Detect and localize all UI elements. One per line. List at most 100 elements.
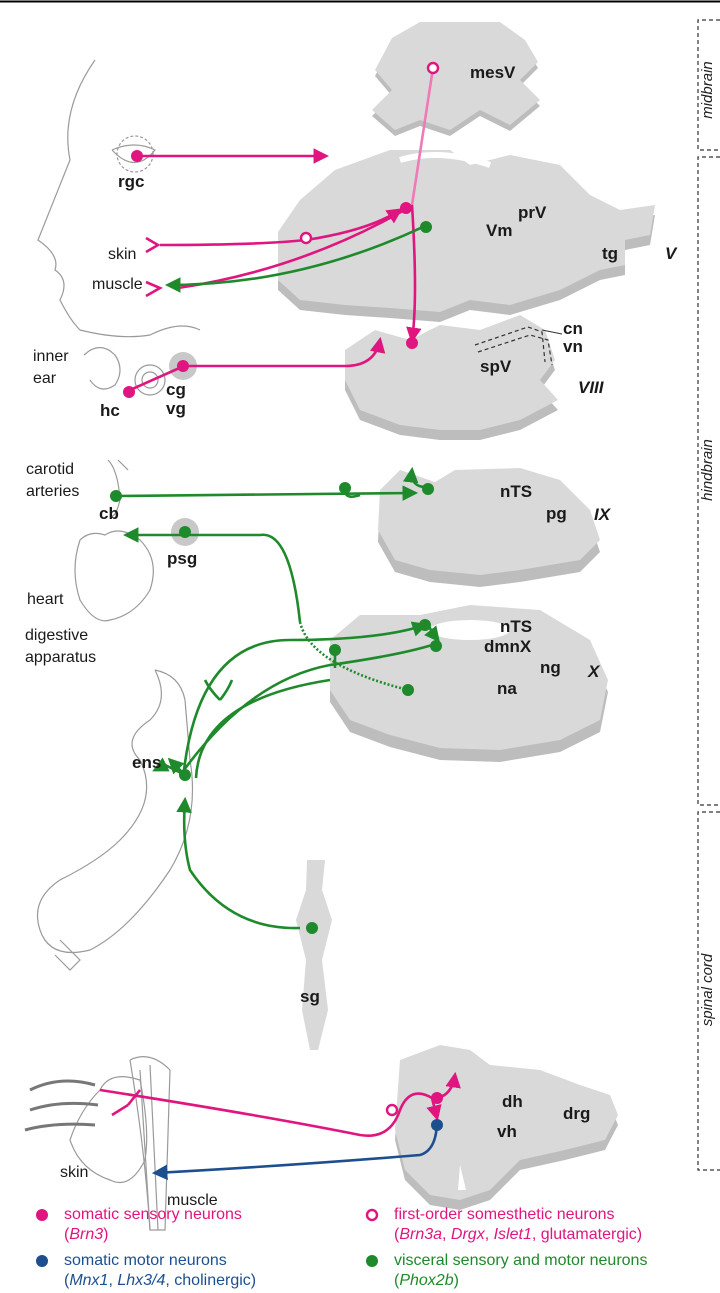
face-outline [37, 59, 201, 338]
legend-somatic-sensory-genes: Brn3 [69, 1226, 104, 1243]
midbrain-bracket [697, 19, 720, 151]
gut-afferent-to-nTS [182, 621, 428, 771]
label-vg: vg [166, 399, 186, 418]
cn-vn-outline [477, 334, 553, 366]
label-ng: ng [540, 658, 561, 677]
legend-visceral-title: visceral sensory and motor neurons [394, 1252, 648, 1269]
legend-motor-rest: cholinergic [174, 1272, 251, 1289]
navy-dot-icon [36, 1255, 48, 1267]
pons-section [278, 150, 655, 322]
label-nTS: nTS [500, 482, 532, 501]
dmnX-neuron [430, 640, 442, 652]
legend-somatic-motor-title: somatic motor neurons [64, 1252, 227, 1269]
skin-face-terminal [145, 236, 161, 254]
region-brackets [697, 19, 720, 1171]
label-psg: psg [167, 549, 197, 568]
label-heart: heart [27, 591, 64, 608]
medulla-viii-section [345, 315, 558, 440]
label-pg: pg [546, 504, 567, 523]
label-sg: sg [300, 987, 320, 1006]
pg-neuron [339, 482, 351, 494]
hindbrain-bracket [697, 156, 720, 806]
legend-first-order: first-order somesthetic neurons (Brn3a, … [364, 1205, 642, 1245]
label-muscle-leg: muscle [167, 1192, 218, 1209]
label-dh: dh [502, 1092, 523, 1111]
legend-fo-gene1: Brn3a [399, 1226, 443, 1243]
label-hc: hc [100, 401, 120, 420]
inner-ear-outline [83, 346, 121, 390]
legend-somatic-sensory: somatic sensory neurons (Brn3) [34, 1205, 242, 1245]
magenta-dot-icon [36, 1209, 48, 1221]
mesV-to-spV [406, 204, 422, 344]
Vm-neuron [420, 221, 432, 233]
vagal-terminal [203, 679, 234, 701]
dh-neuron [431, 1092, 443, 1104]
ng-neuron [329, 644, 341, 656]
label-drg: drg [563, 1104, 590, 1123]
nTS-neuron [422, 483, 434, 495]
spinal-cord-label: spinal cord [699, 953, 716, 1026]
green-dot-icon [366, 1255, 378, 1267]
label-tg: tg [602, 244, 618, 263]
label-carotid: carotid [26, 461, 74, 478]
psg-neuron [179, 526, 191, 538]
mesV-descending [410, 67, 435, 206]
outline-drawings [36, 59, 201, 1231]
prV-neuron [400, 202, 412, 214]
label-rgc: rgc [118, 172, 144, 191]
label-VIII: VIII [578, 378, 605, 397]
legend-somatic-sensory-title: somatic sensory neurons [64, 1206, 242, 1223]
gut-outline [36, 669, 194, 954]
label-mesV: mesV [470, 63, 516, 82]
label-arteries: arteries [26, 483, 79, 500]
neurons [110, 61, 443, 1131]
tg-neuron [299, 231, 313, 245]
hindbrain-label: hindbrain [699, 439, 716, 501]
legend-fo-rest: glutamatergic [540, 1226, 637, 1243]
label-na: na [497, 679, 517, 698]
spV-neuron [406, 337, 418, 349]
label-Vm: Vm [486, 221, 512, 240]
label-prV: prV [518, 203, 547, 222]
medulla-x-section [330, 605, 608, 762]
legend-motor-gene1: Mnx1 [69, 1272, 109, 1289]
mesV-neuron [426, 61, 440, 75]
label-cn: cn [563, 319, 583, 338]
midbrain-label: midbrain [699, 61, 716, 119]
label-skin-leg: skin [60, 1164, 88, 1181]
label-vh: vh [497, 1122, 517, 1141]
label-muscle-face: muscle [92, 276, 143, 293]
skin-terminals [111, 1089, 142, 1117]
eye-outline [111, 144, 156, 164]
label-apparatus: apparatus [25, 649, 96, 666]
label-inner: inner [33, 348, 69, 365]
spinal-cord-bracket [697, 811, 720, 1171]
labels: mesV rgc prV Vm tg V skin muscle cn vn s… [25, 63, 678, 1209]
legend-visceral-genes: Phox2b [399, 1272, 454, 1289]
cg-vg-pathway [184, 336, 386, 368]
legend-visceral: visceral sensory and motor neurons (Phox… [364, 1251, 647, 1291]
skin-hairs [24, 1079, 99, 1132]
sg-to-ens [176, 796, 301, 930]
muscle-face-terminal [145, 280, 163, 298]
hc-neuron [123, 386, 135, 398]
drg-neuron [385, 1103, 399, 1117]
na-neuron [402, 684, 414, 696]
label-cb: cb [99, 504, 119, 523]
label-nTS-x: nTS [500, 617, 532, 636]
open-magenta-circle-icon [365, 1208, 379, 1222]
label-skin-face: skin [108, 246, 136, 263]
label-digestive: digestive [25, 627, 88, 644]
legend-fo-gene2: Drgx [450, 1226, 485, 1243]
dmnX-efferent [182, 643, 433, 771]
midbrain-section [372, 22, 540, 136]
leg-skin-afferent [99, 1088, 433, 1138]
label-IX: IX [594, 505, 612, 524]
nTS-x-neuron [419, 619, 431, 631]
trigeminal-motor [164, 224, 426, 293]
carotid-to-nTS [115, 485, 419, 501]
ens-neuron [179, 769, 191, 781]
label-ear: ear [33, 370, 57, 387]
dmnX-to-psg [122, 527, 302, 623]
